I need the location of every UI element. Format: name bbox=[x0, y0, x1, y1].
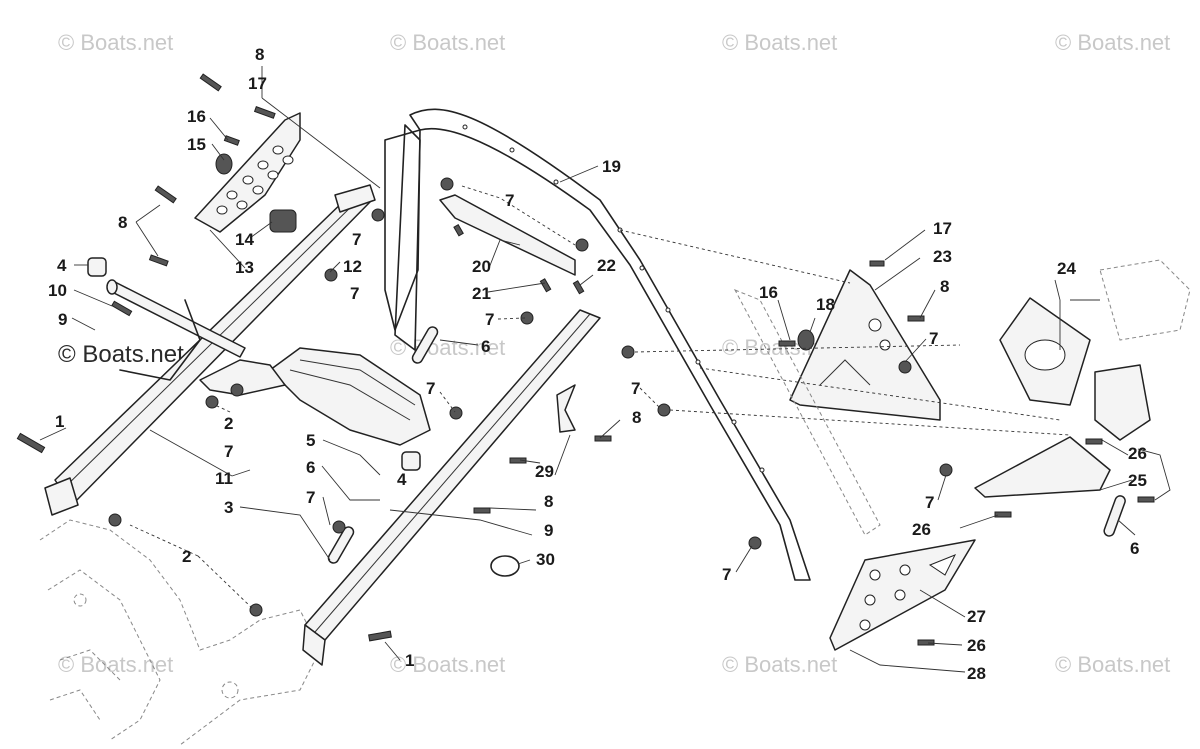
callout-7: 7 bbox=[505, 191, 514, 210]
spacer bbox=[401, 451, 421, 471]
callout-12: 12 bbox=[343, 257, 362, 276]
callout-9: 9 bbox=[544, 521, 553, 540]
strap bbox=[1103, 495, 1126, 537]
nuts bbox=[108, 177, 953, 617]
callout-7: 7 bbox=[929, 329, 938, 348]
callout-7: 7 bbox=[352, 230, 361, 249]
watermark: © Boats.net bbox=[1055, 652, 1170, 677]
callout-2: 2 bbox=[182, 547, 191, 566]
callout-3: 3 bbox=[224, 498, 233, 517]
skid-plate bbox=[829, 539, 976, 651]
callout-25: 25 bbox=[1128, 471, 1147, 490]
callout-8: 8 bbox=[940, 277, 949, 296]
callout-2: 2 bbox=[224, 414, 233, 433]
callout-22: 22 bbox=[597, 256, 616, 275]
callout-13: 13 bbox=[235, 258, 254, 277]
bolts bbox=[16, 73, 1155, 646]
callout-30: 30 bbox=[536, 550, 555, 569]
side-support bbox=[733, 289, 881, 536]
support-rod bbox=[106, 279, 246, 381]
spacer bbox=[87, 257, 107, 277]
lower-rail bbox=[302, 309, 601, 666]
watermark: © Boats.net bbox=[58, 30, 173, 55]
callout-1: 1 bbox=[405, 651, 414, 670]
bracket bbox=[199, 359, 286, 396]
callout-6: 6 bbox=[481, 337, 490, 356]
callout-1: 1 bbox=[55, 412, 64, 431]
callout-7: 7 bbox=[350, 284, 359, 303]
watermark: © Boats.net bbox=[390, 335, 505, 360]
callout-23: 23 bbox=[933, 247, 952, 266]
bumper bbox=[269, 209, 297, 233]
bracket-mount bbox=[974, 436, 1111, 498]
watermark: © Boats.net bbox=[58, 652, 173, 677]
callout-14: 14 bbox=[235, 230, 254, 249]
callout-4: 4 bbox=[57, 256, 67, 275]
callouts: 8 17 16 15 8 14 13 7 12 7 4 10 9 1 2 7 1… bbox=[48, 45, 1147, 683]
watermark: © Boats.net bbox=[1055, 30, 1170, 55]
grommet bbox=[215, 153, 233, 175]
callout-17: 17 bbox=[933, 219, 952, 238]
callout-11: 11 bbox=[215, 469, 233, 488]
bracket-small bbox=[556, 384, 576, 433]
clip-ring bbox=[490, 555, 520, 577]
callout-7: 7 bbox=[722, 565, 731, 584]
callout-29: 29 bbox=[535, 462, 554, 481]
parts bbox=[16, 73, 1191, 746]
watermarks: © Boats.net © Boats.net © Boats.net © Bo… bbox=[58, 30, 1170, 677]
watermark: © Boats.net bbox=[390, 652, 505, 677]
callout-21: 21 bbox=[472, 284, 491, 303]
seat-panel bbox=[269, 347, 431, 446]
callout-6: 6 bbox=[1130, 539, 1139, 558]
callout-7: 7 bbox=[925, 493, 934, 512]
callout-8: 8 bbox=[255, 45, 264, 64]
watermark: © Boats.net bbox=[722, 652, 837, 677]
mounting-plate bbox=[194, 112, 301, 233]
callout-8: 8 bbox=[544, 492, 553, 511]
callout-18: 18 bbox=[816, 295, 835, 314]
callout-26: 26 bbox=[967, 636, 986, 655]
watermark: © Boats.net bbox=[390, 30, 505, 55]
callout-7: 7 bbox=[306, 488, 315, 507]
callout-19: 19 bbox=[602, 157, 621, 176]
callout-7: 7 bbox=[426, 379, 435, 398]
leader-lines bbox=[39, 66, 1171, 673]
callout-7: 7 bbox=[224, 442, 233, 461]
callout-26: 26 bbox=[1128, 444, 1147, 463]
watermark: © Boats.net bbox=[722, 30, 837, 55]
rail-end bbox=[334, 184, 376, 213]
watermark-dark: © Boats.net bbox=[58, 341, 184, 368]
callout-20: 20 bbox=[472, 257, 491, 276]
callout-5: 5 bbox=[306, 431, 315, 450]
roll-bar-frame bbox=[384, 108, 811, 581]
callout-16: 16 bbox=[187, 107, 206, 126]
callout-27: 27 bbox=[967, 607, 986, 626]
frame-ghost bbox=[39, 519, 321, 746]
holder-assembly bbox=[999, 259, 1191, 441]
callout-7: 7 bbox=[485, 310, 494, 329]
side-plate bbox=[789, 269, 941, 421]
callout-16: 16 bbox=[759, 283, 778, 302]
callout-9: 9 bbox=[58, 310, 67, 329]
bracket-strap bbox=[439, 194, 576, 276]
callout-7: 7 bbox=[631, 379, 640, 398]
callout-28: 28 bbox=[967, 664, 986, 683]
strap bbox=[327, 526, 355, 564]
callout-17: 17 bbox=[248, 74, 267, 93]
clamp bbox=[797, 329, 815, 351]
callout-26: 26 bbox=[912, 520, 931, 539]
callout-24: 24 bbox=[1057, 259, 1076, 278]
callout-8: 8 bbox=[632, 408, 641, 427]
callout-10: 10 bbox=[48, 281, 67, 300]
callout-15: 15 bbox=[187, 135, 206, 154]
callout-6: 6 bbox=[306, 458, 315, 477]
callout-8: 8 bbox=[118, 213, 127, 232]
strap bbox=[411, 326, 439, 364]
callout-4: 4 bbox=[397, 470, 407, 489]
